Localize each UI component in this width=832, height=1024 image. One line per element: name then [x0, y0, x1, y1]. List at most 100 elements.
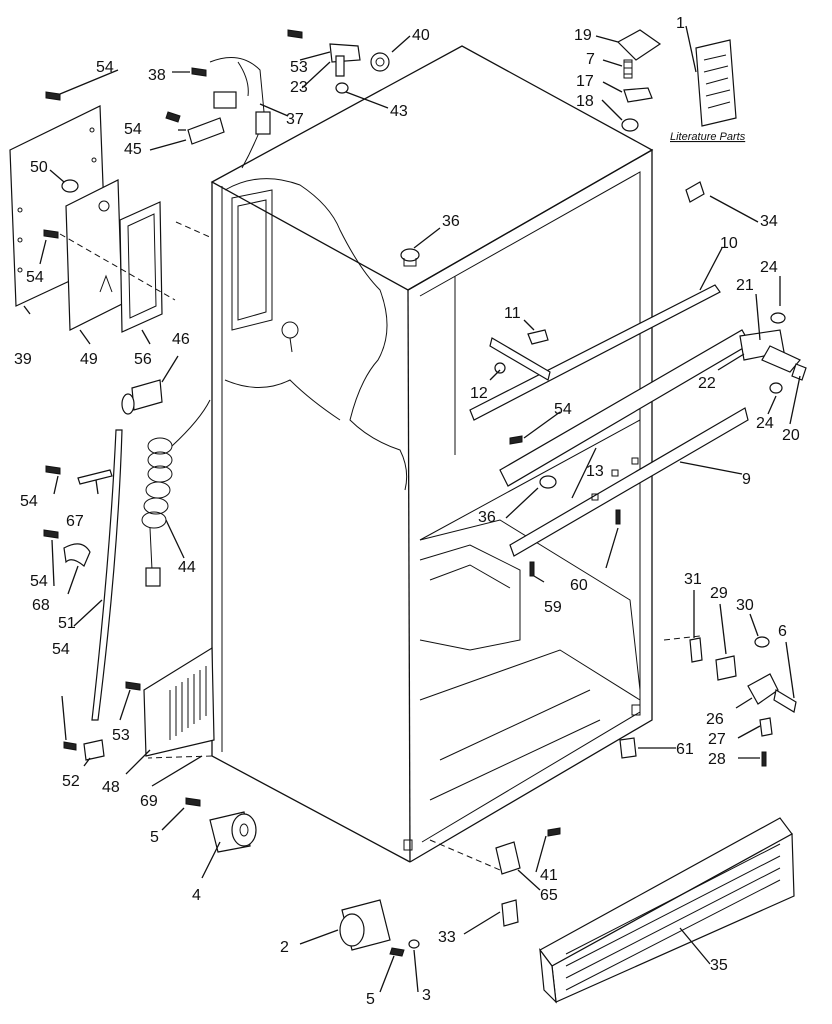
leader-lines [23, 25, 801, 993]
callout-54-f: 54 [52, 641, 70, 658]
drain-fitting-46 [121, 379, 163, 415]
callout-2: 2 [280, 939, 289, 956]
callout-3: 3 [422, 987, 431, 1004]
screw-54-e [43, 529, 59, 539]
callout-13: 13 [586, 463, 604, 480]
callout-22: 22 [698, 375, 716, 392]
screw-5-lower [389, 947, 405, 957]
screw-54-top [45, 91, 61, 101]
drain-tube-51 [91, 429, 123, 721]
callout-60: 60 [570, 577, 588, 594]
pin-27 [759, 717, 773, 737]
callout-4: 4 [192, 887, 201, 904]
grommet-43 [335, 82, 349, 94]
cover-34 [685, 181, 705, 203]
callout-50: 50 [30, 159, 48, 176]
screw-54-d [45, 465, 61, 475]
clamp-68 [63, 543, 91, 567]
screw-41 [547, 827, 561, 837]
hinge-17 [623, 87, 653, 103]
screw-60 [615, 509, 621, 525]
clip-33 [501, 899, 519, 927]
callout-35: 35 [710, 957, 728, 974]
callout-43: 43 [390, 103, 408, 120]
callout-18: 18 [576, 93, 594, 110]
callout-48: 48 [102, 779, 120, 796]
callout-46: 46 [172, 331, 190, 348]
callout-5-lower: 5 [366, 991, 375, 1008]
rail-10 [469, 284, 721, 421]
clip-67 [77, 469, 113, 485]
clip-52 [83, 739, 105, 761]
screw-54-mid [509, 435, 523, 445]
callout-36-lower: 36 [478, 509, 496, 526]
callout-19: 19 [574, 27, 592, 44]
screw-54-upper-left [165, 111, 181, 123]
hinge-26 [747, 673, 797, 713]
callout-23: 23 [290, 79, 308, 96]
callout-37: 37 [286, 111, 304, 128]
gasket-56 [119, 201, 163, 333]
nut-3 [408, 939, 420, 949]
screw-28 [761, 751, 767, 767]
callout-68: 68 [32, 597, 50, 614]
callout-24-lower: 24 [756, 415, 774, 432]
callout-59: 59 [544, 599, 562, 616]
washer-24-upper [770, 312, 786, 324]
callout-51: 51 [58, 615, 76, 632]
cabinet [210, 45, 654, 863]
callout-61: 61 [676, 741, 694, 758]
callout-69: 69 [140, 793, 158, 810]
callout-27: 27 [708, 731, 726, 748]
callout-54-a: 54 [96, 59, 114, 76]
bracket-65 [495, 841, 521, 875]
panel-49 [65, 179, 123, 331]
callout-33: 33 [438, 929, 456, 946]
callout-56: 56 [134, 351, 152, 368]
callout-39: 39 [14, 351, 32, 368]
plug-36-upper [400, 248, 420, 267]
washer-30 [754, 636, 770, 648]
callout-5-upper: 5 [150, 829, 159, 846]
rail-9 [509, 407, 749, 557]
wire-harness-37 [209, 57, 271, 169]
bracket-12 [489, 337, 551, 381]
callout-54-d: 54 [20, 493, 38, 510]
callout-53-lower: 53 [112, 727, 130, 744]
clip-11 [527, 329, 549, 345]
cap-19 [617, 29, 662, 61]
power-cord-44 [141, 399, 211, 587]
callout-11: 11 [504, 305, 521, 322]
callout-1: 1 [676, 15, 685, 32]
callout-54-c: 54 [26, 269, 44, 286]
callout-65: 65 [540, 887, 558, 904]
rail-13 [499, 329, 751, 487]
roller-2 [339, 899, 391, 951]
bracket-61 [619, 737, 637, 759]
plate-31 [689, 637, 703, 663]
callout-17: 17 [576, 73, 594, 90]
callout-49: 49 [80, 351, 98, 368]
callout-67: 67 [66, 513, 84, 530]
callout-26: 26 [706, 711, 724, 728]
literature-parts-caption: Literature Parts [670, 131, 746, 143]
callout-54-mid: 54 [554, 401, 572, 418]
callout-36-upper: 36 [442, 213, 460, 230]
screw-59 [529, 561, 535, 577]
callout-29: 29 [710, 585, 728, 602]
spring-7 [623, 59, 633, 79]
callout-38: 38 [148, 67, 166, 84]
callout-53-top: 53 [290, 59, 308, 76]
screw-54-left-c [43, 229, 59, 239]
screw-5-upper [185, 797, 201, 807]
washer-24-lower [769, 382, 783, 394]
shim-29 [715, 655, 737, 681]
plug-36-lower [539, 475, 557, 489]
callout-54-b: 54 [124, 121, 142, 138]
literature-booklet [695, 39, 737, 127]
bracket-23 [329, 43, 361, 77]
access-cover-48 [143, 646, 215, 757]
callout-12: 12 [470, 385, 488, 402]
callout-6: 6 [778, 623, 787, 640]
callout-54-e: 54 [30, 573, 48, 590]
